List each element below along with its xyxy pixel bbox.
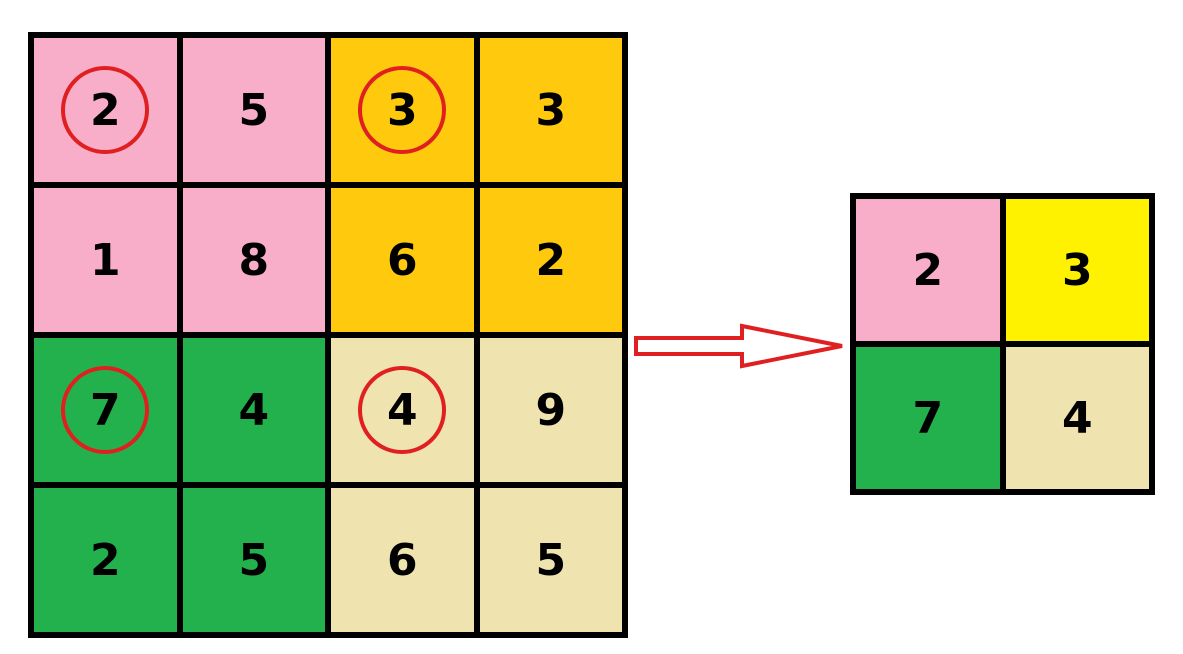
input-cell-value: 2	[89, 534, 121, 586]
output-cell-r1c1: 2	[856, 199, 1000, 341]
input-cell-r4c4: 5	[479, 488, 622, 632]
output-grid: 2 3 7 4	[850, 193, 1155, 495]
input-cell-value: 7	[89, 384, 121, 436]
output-cell-value: 4	[1061, 392, 1093, 444]
input-cell-value: 5	[238, 534, 270, 586]
input-cell-r4c3: 6	[331, 488, 474, 632]
input-cell-value: 2	[535, 234, 567, 286]
input-cell-value: 9	[535, 384, 567, 436]
output-cell-r2c2: 4	[1005, 347, 1149, 489]
highlight-circle	[61, 366, 150, 454]
input-cell-value: 6	[386, 534, 418, 586]
output-cell-value: 3	[1061, 244, 1093, 296]
input-cell-value: 2	[89, 84, 121, 136]
output-cell-value: 7	[912, 392, 944, 444]
input-cell-value: 8	[238, 234, 270, 286]
arrow-shape	[634, 323, 843, 369]
input-grid: 2 5 3 3 1 8 6 2 7 4 4 9 2 5 6 5	[28, 32, 628, 638]
input-cell-value: 1	[89, 234, 121, 286]
highlight-circle	[358, 366, 447, 454]
input-cell-r4c1: 2	[34, 488, 177, 632]
input-cell-r4c2: 5	[182, 488, 325, 632]
arrow-right-icon	[634, 323, 843, 369]
highlight-circle	[358, 66, 447, 154]
input-cell-r3c2: 4	[182, 338, 325, 482]
input-cell-value: 4	[238, 384, 270, 436]
input-cell-value: 5	[535, 534, 567, 586]
input-cell-value: 6	[386, 234, 418, 286]
input-cell-r3c3: 4	[331, 338, 474, 482]
input-cell-r3c4: 9	[479, 338, 622, 482]
input-cell-r2c3: 6	[331, 188, 474, 332]
input-cell-r1c2: 5	[182, 38, 325, 182]
input-cell-r1c3: 3	[331, 38, 474, 182]
input-cell-value: 3	[386, 84, 418, 136]
output-cell-value: 2	[912, 244, 944, 296]
output-cell-r2c1: 7	[856, 347, 1000, 489]
input-cell-r1c1: 2	[34, 38, 177, 182]
highlight-circle	[61, 66, 150, 154]
input-cell-r3c1: 7	[34, 338, 177, 482]
input-cell-value: 5	[238, 84, 270, 136]
input-cell-value: 3	[535, 84, 567, 136]
input-cell-value: 4	[386, 384, 418, 436]
input-cell-r2c2: 8	[182, 188, 325, 332]
input-cell-r1c4: 3	[479, 38, 622, 182]
input-cell-r2c1: 1	[34, 188, 177, 332]
input-cell-r2c4: 2	[479, 188, 622, 332]
output-cell-r1c2: 3	[1005, 199, 1149, 341]
